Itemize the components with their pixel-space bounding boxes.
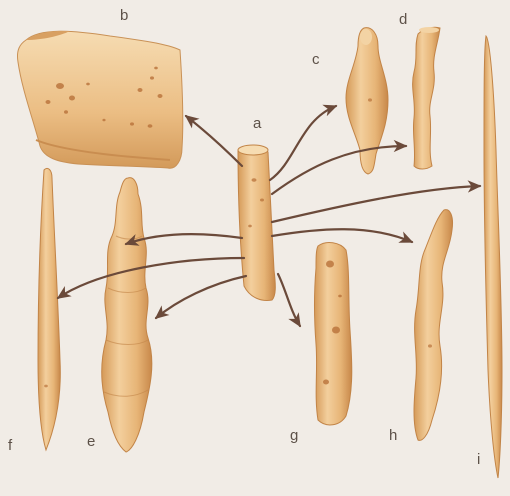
specimen-g (315, 243, 352, 425)
label-d: d (399, 12, 407, 27)
specimen-e (102, 178, 152, 452)
arrow-a-to-h (272, 229, 412, 242)
specimen-i (484, 36, 502, 478)
specimen-h (414, 210, 453, 441)
label-f: f (8, 438, 12, 453)
label-c: c (312, 52, 320, 67)
label-e: e (87, 434, 95, 449)
arrow-a-to-g (278, 274, 300, 326)
arrow-a-to-b (186, 116, 242, 166)
label-b: b (120, 8, 128, 23)
specimen-d (413, 27, 440, 169)
arrow-a-to-e-lower (156, 276, 246, 318)
arrow-a-to-c (270, 106, 336, 180)
label-i: i (477, 452, 480, 467)
label-h: h (389, 428, 397, 443)
arrow-a-to-f (58, 258, 244, 298)
specimen-b (17, 31, 182, 168)
specimen-f (38, 168, 60, 450)
label-g: g (290, 428, 298, 443)
label-a: a (253, 116, 261, 131)
